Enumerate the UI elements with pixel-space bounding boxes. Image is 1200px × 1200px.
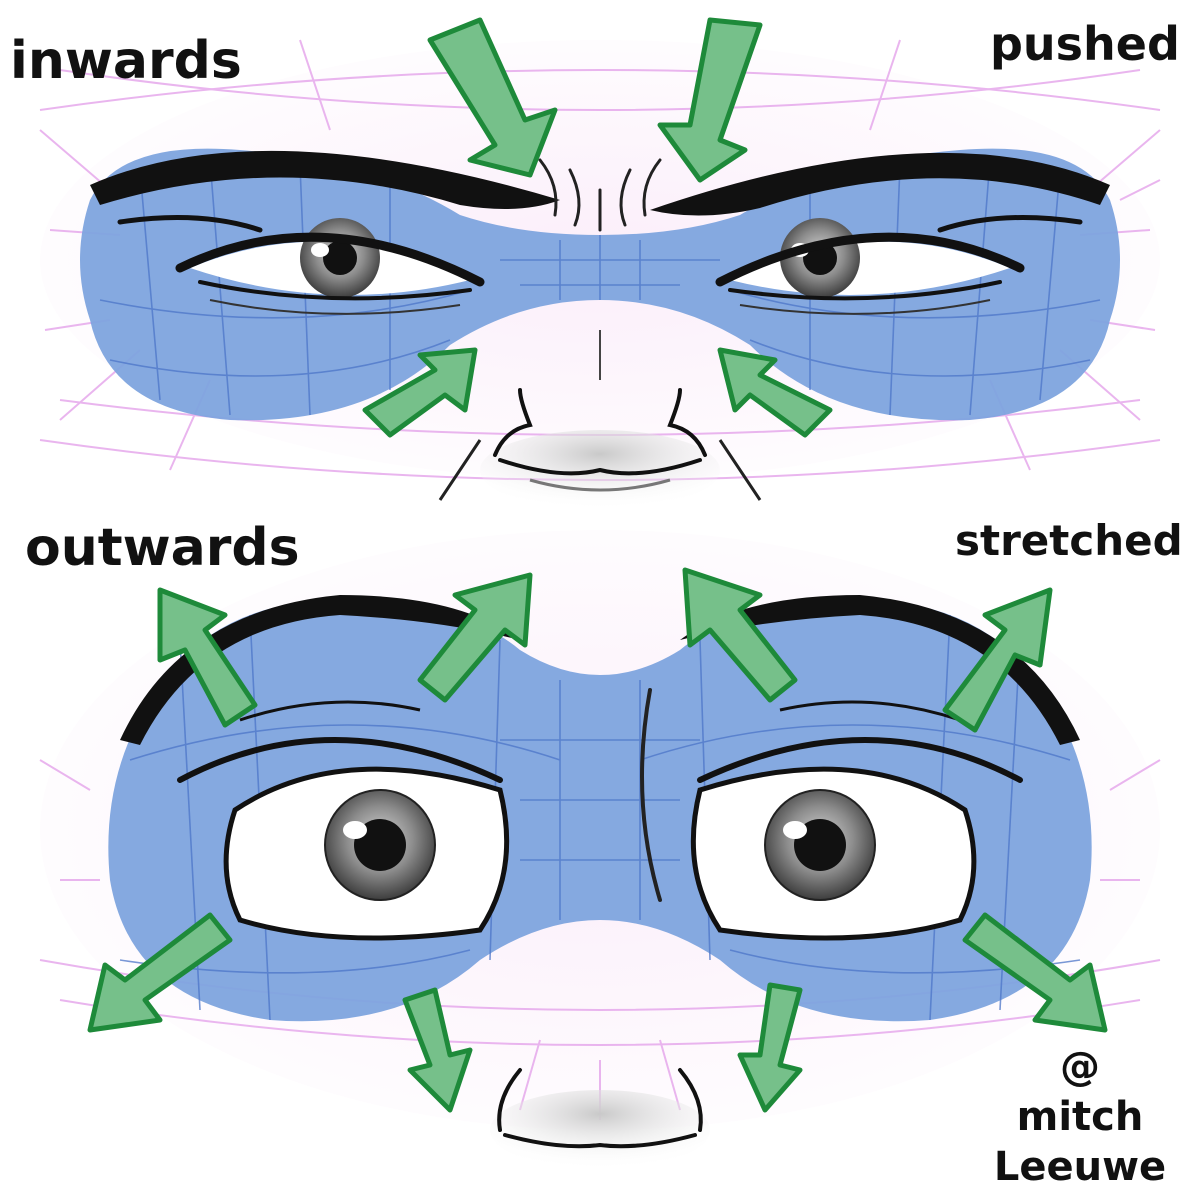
top-left-eyebrow-icon xyxy=(90,150,560,209)
top-face xyxy=(39,17,1161,510)
arrow-outward-icon xyxy=(87,567,1108,1113)
top-nose-icon xyxy=(438,330,762,510)
top-mask-grid xyxy=(99,159,1101,416)
arrow-outward-bottom-far-right xyxy=(962,912,1108,1033)
arrow-outward-top-mid-left xyxy=(417,572,533,703)
arrow-inward-icon xyxy=(362,17,833,438)
label-stretched: stretched xyxy=(955,516,1183,565)
bottom-right-eye-icon xyxy=(690,700,1023,941)
arrow-outward-top-mid-right xyxy=(682,567,798,703)
top-brow-wrinkles xyxy=(538,158,662,232)
top-left-eye-icon xyxy=(117,215,485,315)
signature-line2: Leeuwe xyxy=(994,1144,1166,1190)
bottom-face xyxy=(39,530,1161,1170)
signature-line1: mitch xyxy=(1017,1094,1144,1140)
signature: @ mitch Leeuwe xyxy=(994,1044,1166,1190)
bottom-left-eye-icon xyxy=(177,700,510,941)
bottom-right-eyebrow-icon xyxy=(680,595,1080,745)
bottom-center-crease xyxy=(640,688,662,902)
top-right-eye-icon xyxy=(715,215,1083,315)
arrow-inward-bottom-left xyxy=(362,347,478,438)
arrow-outward-top-far-left xyxy=(157,587,258,728)
signature-at: @ xyxy=(1060,1044,1100,1090)
label-pushed: pushed xyxy=(990,17,1180,71)
arrow-inward-bottom-right xyxy=(717,347,833,438)
arrow-outward-bottom-far-left xyxy=(87,912,233,1033)
top-right-eyebrow-icon xyxy=(650,152,1110,216)
arrow-inward-top-left xyxy=(427,17,558,178)
label-inwards: inwards xyxy=(10,31,242,91)
arrow-outward-bottom-mid-left xyxy=(402,987,473,1113)
bottom-left-eyebrow-icon xyxy=(120,595,520,745)
bottom-nose-icon xyxy=(490,1068,710,1170)
label-outwards: outwards xyxy=(25,518,300,578)
arrow-inward-top-right xyxy=(657,17,763,183)
labels: inwards pushed outwards stretched xyxy=(10,17,1183,578)
arrow-outward-top-far-right xyxy=(942,587,1053,733)
arrow-outward-bottom-mid-right xyxy=(737,982,803,1113)
